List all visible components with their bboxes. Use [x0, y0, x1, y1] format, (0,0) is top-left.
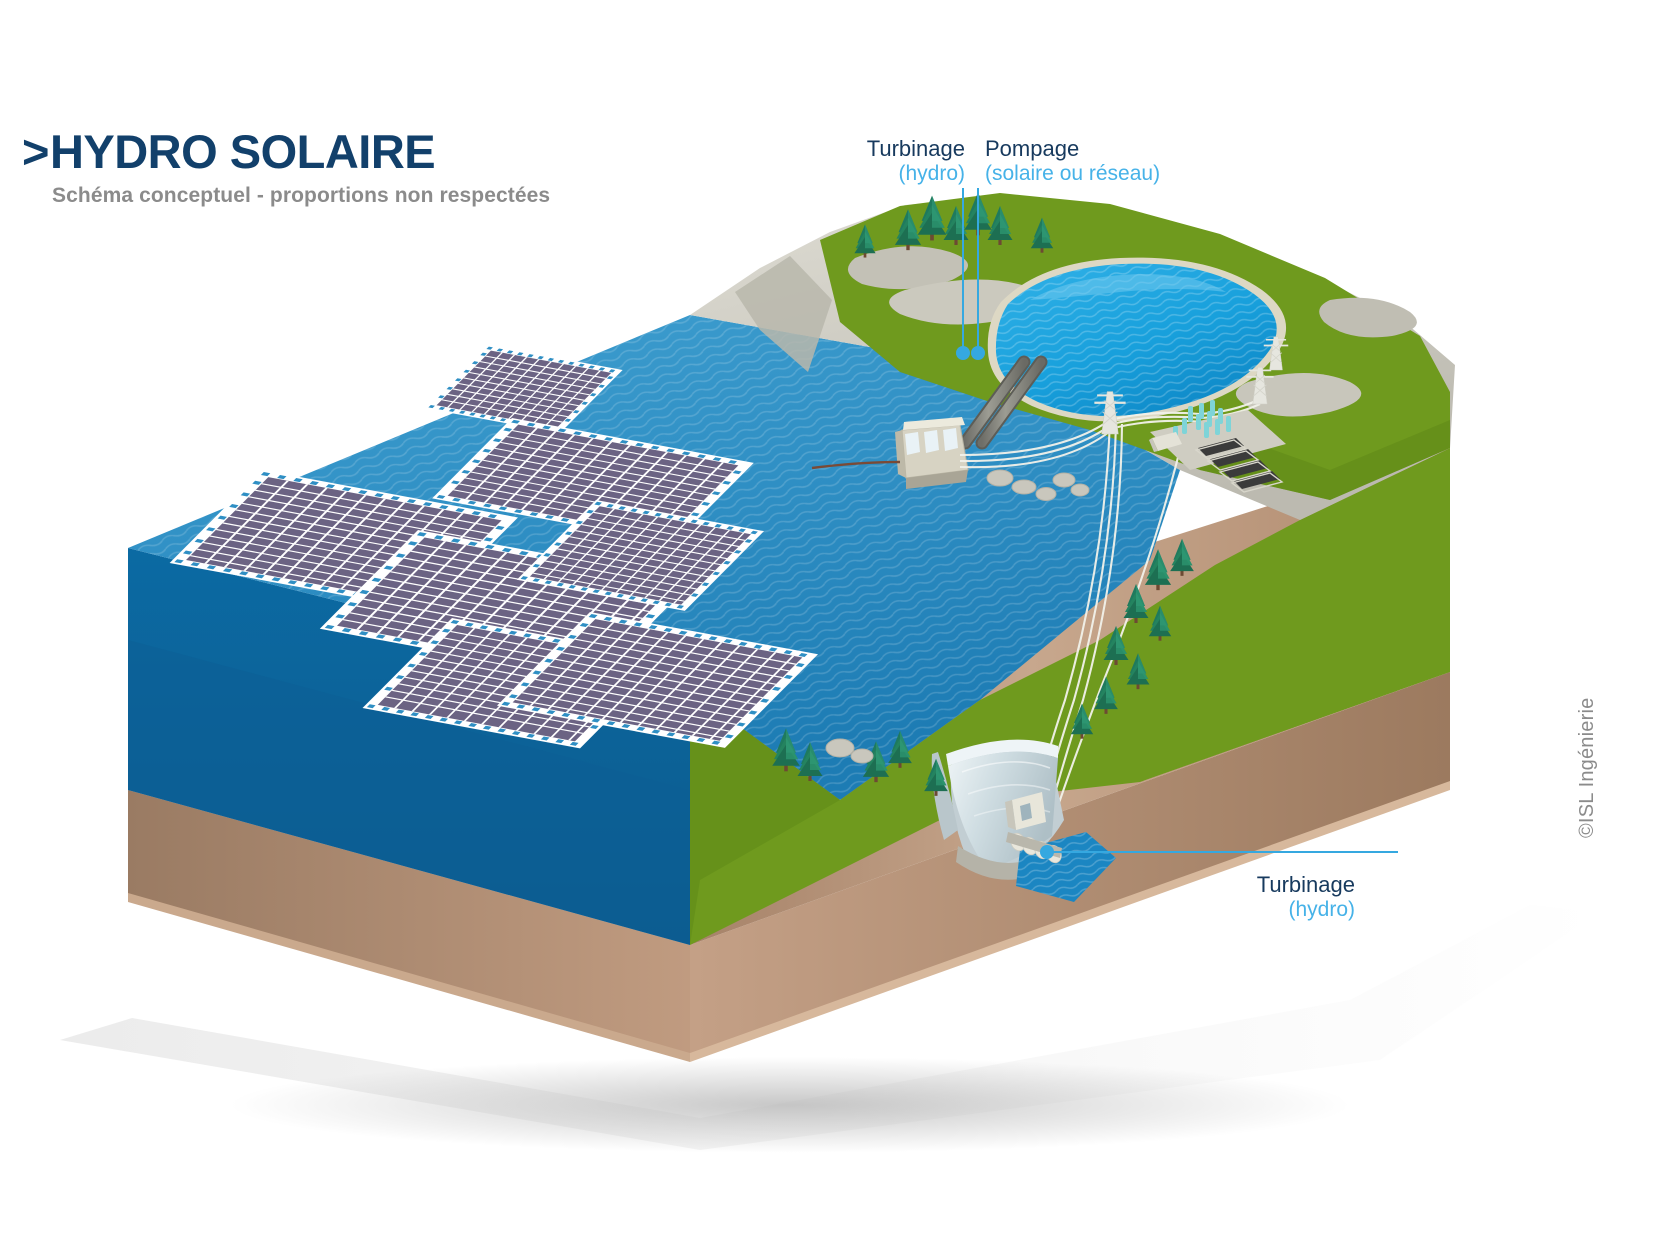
upper-reservoir-waves	[995, 263, 1277, 417]
callout-pompage: Pompage (solaire ou réseau)	[985, 136, 1315, 187]
leader-lines	[962, 188, 1398, 853]
dam-crest	[946, 739, 1058, 766]
callout-turbinage-top-subtitle: (hydro)	[898, 161, 965, 185]
floating-solar-array	[425, 345, 623, 434]
submarine-cable	[811, 460, 901, 470]
shoreline-grass-shade	[690, 690, 840, 945]
callout-turbinage-bottom-subtitle: (hydro)	[1288, 897, 1355, 921]
leader-dot-turbinage-bottom	[1040, 845, 1054, 859]
floating-solar-arrays	[169, 345, 818, 749]
callout-turbinage-top: Turbinage (hydro)	[805, 136, 965, 187]
callout-pompage-subtitle: (solaire ou réseau)	[985, 161, 1161, 185]
scree-patch-1	[847, 246, 969, 290]
callout-turbinage-bottom-title: Turbinage	[1256, 872, 1355, 897]
title-block: >HYDRO SOLAIRE Schéma conceptuel - propo…	[22, 128, 550, 208]
floating-solar-array	[432, 418, 754, 544]
pumping-station	[895, 417, 969, 489]
copyright-credit: ©ISL Ingénierie	[1576, 697, 1598, 838]
callout-turbinage-top-title: Turbinage	[866, 136, 965, 161]
callout-pompage-title: Pompage	[985, 136, 1080, 161]
block-base-left	[128, 893, 690, 1062]
substation-control-building	[1149, 432, 1182, 452]
floating-solar-array	[496, 612, 818, 748]
shoreline-grass	[690, 448, 1450, 945]
dam-face-line-1	[961, 761, 1051, 773]
floating-solar-array	[516, 500, 765, 611]
page-subtitle: Schéma conceptuel - proportions non resp…	[52, 184, 551, 207]
transformer-bank	[1198, 438, 1280, 489]
dam-toe	[956, 846, 1032, 880]
earth-face-left	[128, 790, 690, 1060]
title-text: HYDRO SOLAIRE	[49, 125, 436, 178]
shore-rocks-upper	[986, 469, 1090, 501]
shore-rocks-lower	[825, 738, 874, 764]
water-section-left-shade	[128, 640, 690, 945]
scree-patch-3	[1235, 373, 1362, 417]
upper-reservoir-highlight	[1030, 274, 1226, 300]
title-chevron: >	[22, 125, 49, 178]
scree-patch-4	[1319, 297, 1417, 338]
page-title: >HYDRO SOLAIRE	[22, 128, 550, 175]
block-shadow-wedge	[60, 905, 1600, 1150]
callout-turbinage-bottom: Turbinage (hydro)	[1140, 872, 1355, 923]
penstock-pair	[958, 355, 1048, 450]
mountain-rock-stripe-1	[735, 256, 832, 372]
transformer-bank-frames	[1194, 439, 1284, 493]
dam-face-line-2	[967, 784, 1051, 795]
electrical-substation	[1149, 400, 1286, 493]
